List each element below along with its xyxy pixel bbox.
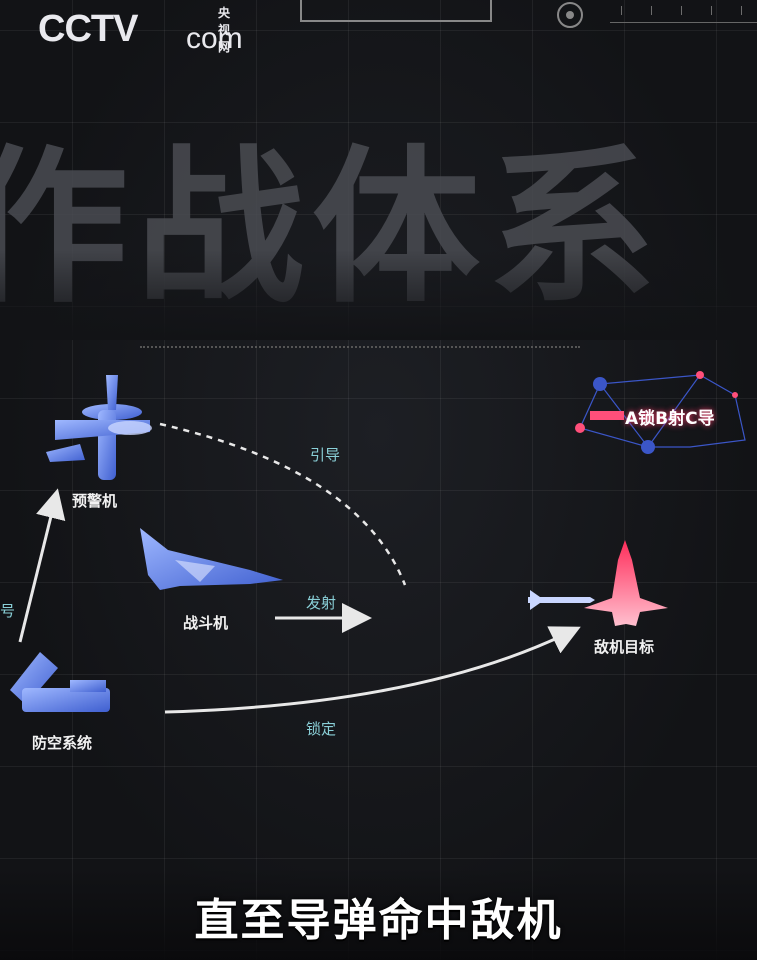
enemy-label: 敌机目标 [594, 638, 655, 656]
logo-domain: com [186, 22, 243, 55]
awacs-icon [46, 375, 152, 480]
tactic-badge: A锁B射C导 [625, 409, 715, 429]
lock-arrow [164, 626, 581, 714]
enemy-jet-icon [584, 540, 668, 626]
logo-cn: 央视网 [218, 6, 231, 54]
logo-text: CCTV [38, 8, 138, 50]
subtitle-band [0, 868, 757, 960]
fighter-label: 战斗机 [183, 614, 229, 632]
top-frame-decoration [300, 0, 492, 22]
launch-label: 发射 [306, 594, 337, 612]
air-defense-label: 防空系统 [32, 734, 93, 752]
network-decoration [579, 374, 746, 448]
fighter-jet-icon [140, 528, 283, 590]
ruler-decoration: ||||| [610, 6, 757, 23]
heading-fade [0, 250, 757, 340]
network-node [575, 423, 585, 433]
awacs-label: 预警机 [72, 492, 118, 510]
missile-icon [528, 590, 595, 610]
divider-dotted [140, 346, 580, 348]
lock-label: 锁定 [306, 720, 337, 738]
badge-accent-bar [590, 411, 624, 420]
up-arrow [18, 488, 66, 643]
cctv-logo: CCTV 央视网 com [38, 6, 243, 55]
guide-label: 引导 [310, 446, 341, 464]
guide-dashed-arrow [159, 422, 407, 586]
network-node [732, 392, 738, 398]
partial-left-label: 号 [0, 602, 16, 620]
video-subtitle: 直至导弹命中敌机 [194, 895, 563, 946]
air-defense-icon [10, 652, 110, 712]
network-node [641, 440, 655, 454]
network-node [696, 371, 704, 379]
target-reticle-icon [557, 2, 583, 28]
network-node [593, 377, 607, 391]
